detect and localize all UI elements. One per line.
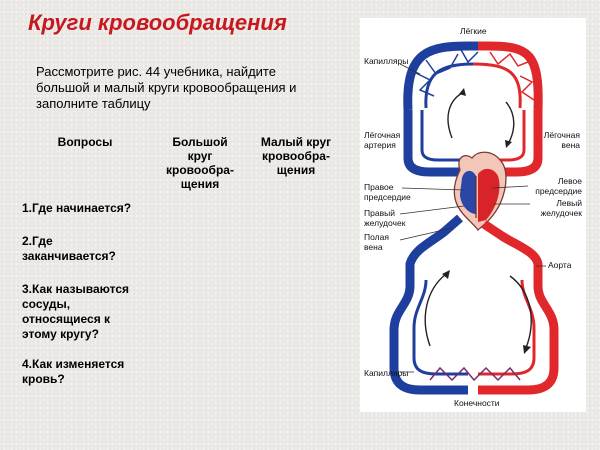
header-big-circle: Большой круг кровообра-щения xyxy=(166,135,234,191)
heart-icon xyxy=(453,151,507,231)
circulation-diagram-svg xyxy=(389,41,559,395)
flow-arrow-top-left xyxy=(447,91,465,139)
pulmonary-vein-vessel xyxy=(490,110,543,177)
label-lungs: Лёгкие xyxy=(460,26,487,36)
label-pulmonary-artery: Лёгочная артерия xyxy=(364,130,401,150)
question-2: 2.Где заканчивается? xyxy=(22,234,116,263)
question-1: 1.Где начинается? xyxy=(22,201,132,215)
aorta-vessel xyxy=(478,220,559,395)
label-aorta: Аорта xyxy=(548,260,572,270)
label-pulmonary-vein: Лёгочная вена xyxy=(543,130,580,150)
slide-title: Круги кровообращения xyxy=(28,10,287,35)
question-3: 3.Как называются сосуды, относящиеся к э… xyxy=(22,282,130,341)
label-capillaries-bottom: Капилляры xyxy=(364,368,409,378)
circulation-diagram: Лёгкие Капилляры Лёгочная артерия Лёгочн… xyxy=(360,18,586,412)
label-right-ventricle: Правый желудочек xyxy=(364,208,406,228)
label-vena-cava: Полая вена xyxy=(364,232,389,252)
label-leader-lines xyxy=(399,63,546,373)
label-capillaries-top: Капилляры xyxy=(364,56,409,66)
label-right-atrium: Правое предсердие xyxy=(364,182,411,202)
pulmonary-artery-vessel xyxy=(403,110,464,177)
label-limbs: Конечности xyxy=(454,398,500,408)
systemic-capillaries xyxy=(429,366,521,382)
lung-capillaries xyxy=(403,41,543,111)
flow-arrow-bottom-left xyxy=(424,273,447,347)
question-4: 4.Как изменяется кровь? xyxy=(22,357,125,386)
flow-arrow-top-right xyxy=(505,101,515,145)
instructions-text: Рассмотрите рис. 44 учебника, найдите бо… xyxy=(36,64,297,111)
header-small-circle: Малый круг кровообра-щения xyxy=(260,135,332,177)
label-left-ventricle: Левый желудочек xyxy=(540,198,582,218)
header-questions: Вопросы xyxy=(57,135,113,149)
label-left-atrium: Левое предсердие xyxy=(535,176,582,196)
flow-arrow-bottom-right xyxy=(509,275,532,349)
vena-cava-vessel xyxy=(389,214,468,395)
